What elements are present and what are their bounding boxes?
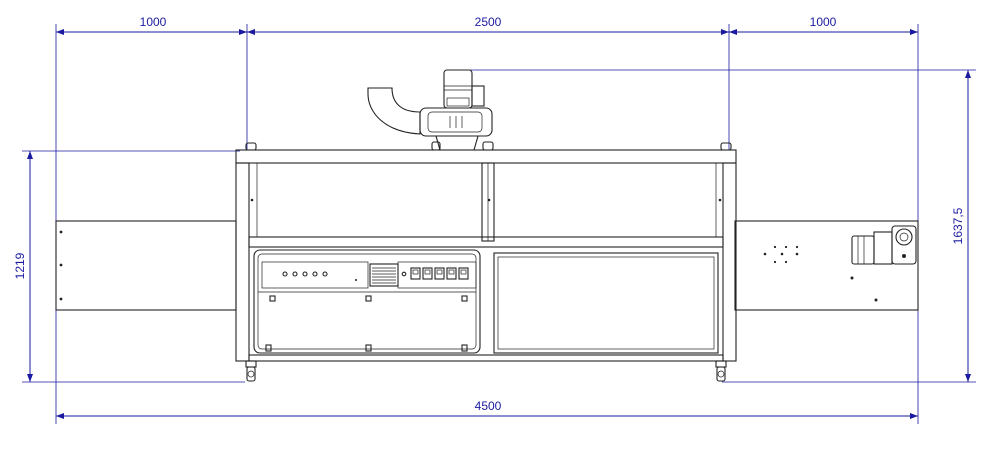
main-cabinet <box>235 141 737 362</box>
caster-right-icon <box>715 360 727 382</box>
left-infeed-conveyor <box>55 220 237 311</box>
dimension-label-right-outfeed: 1000 <box>810 15 837 29</box>
right-cabinet-door <box>493 252 719 354</box>
dimension-label-center-section: 2500 <box>475 15 502 29</box>
control-panel <box>261 261 477 352</box>
machine-drawing <box>55 69 919 382</box>
right-outfeed-conveyor <box>734 220 919 311</box>
drive-motor-icon <box>851 225 917 265</box>
caster-left-icon <box>245 360 257 382</box>
dimension-layer: 1000 2500 1000 4500 1219 1637,5 <box>13 15 976 424</box>
dimension-label-conveyor-height: 1219 <box>13 252 27 279</box>
extraction-fan-icon <box>367 69 493 151</box>
dimension-label-overall-length: 4500 <box>475 399 502 413</box>
dimension-label-left-infeed: 1000 <box>140 15 167 29</box>
dimension-label-overall-height: 1637,5 <box>951 207 965 244</box>
